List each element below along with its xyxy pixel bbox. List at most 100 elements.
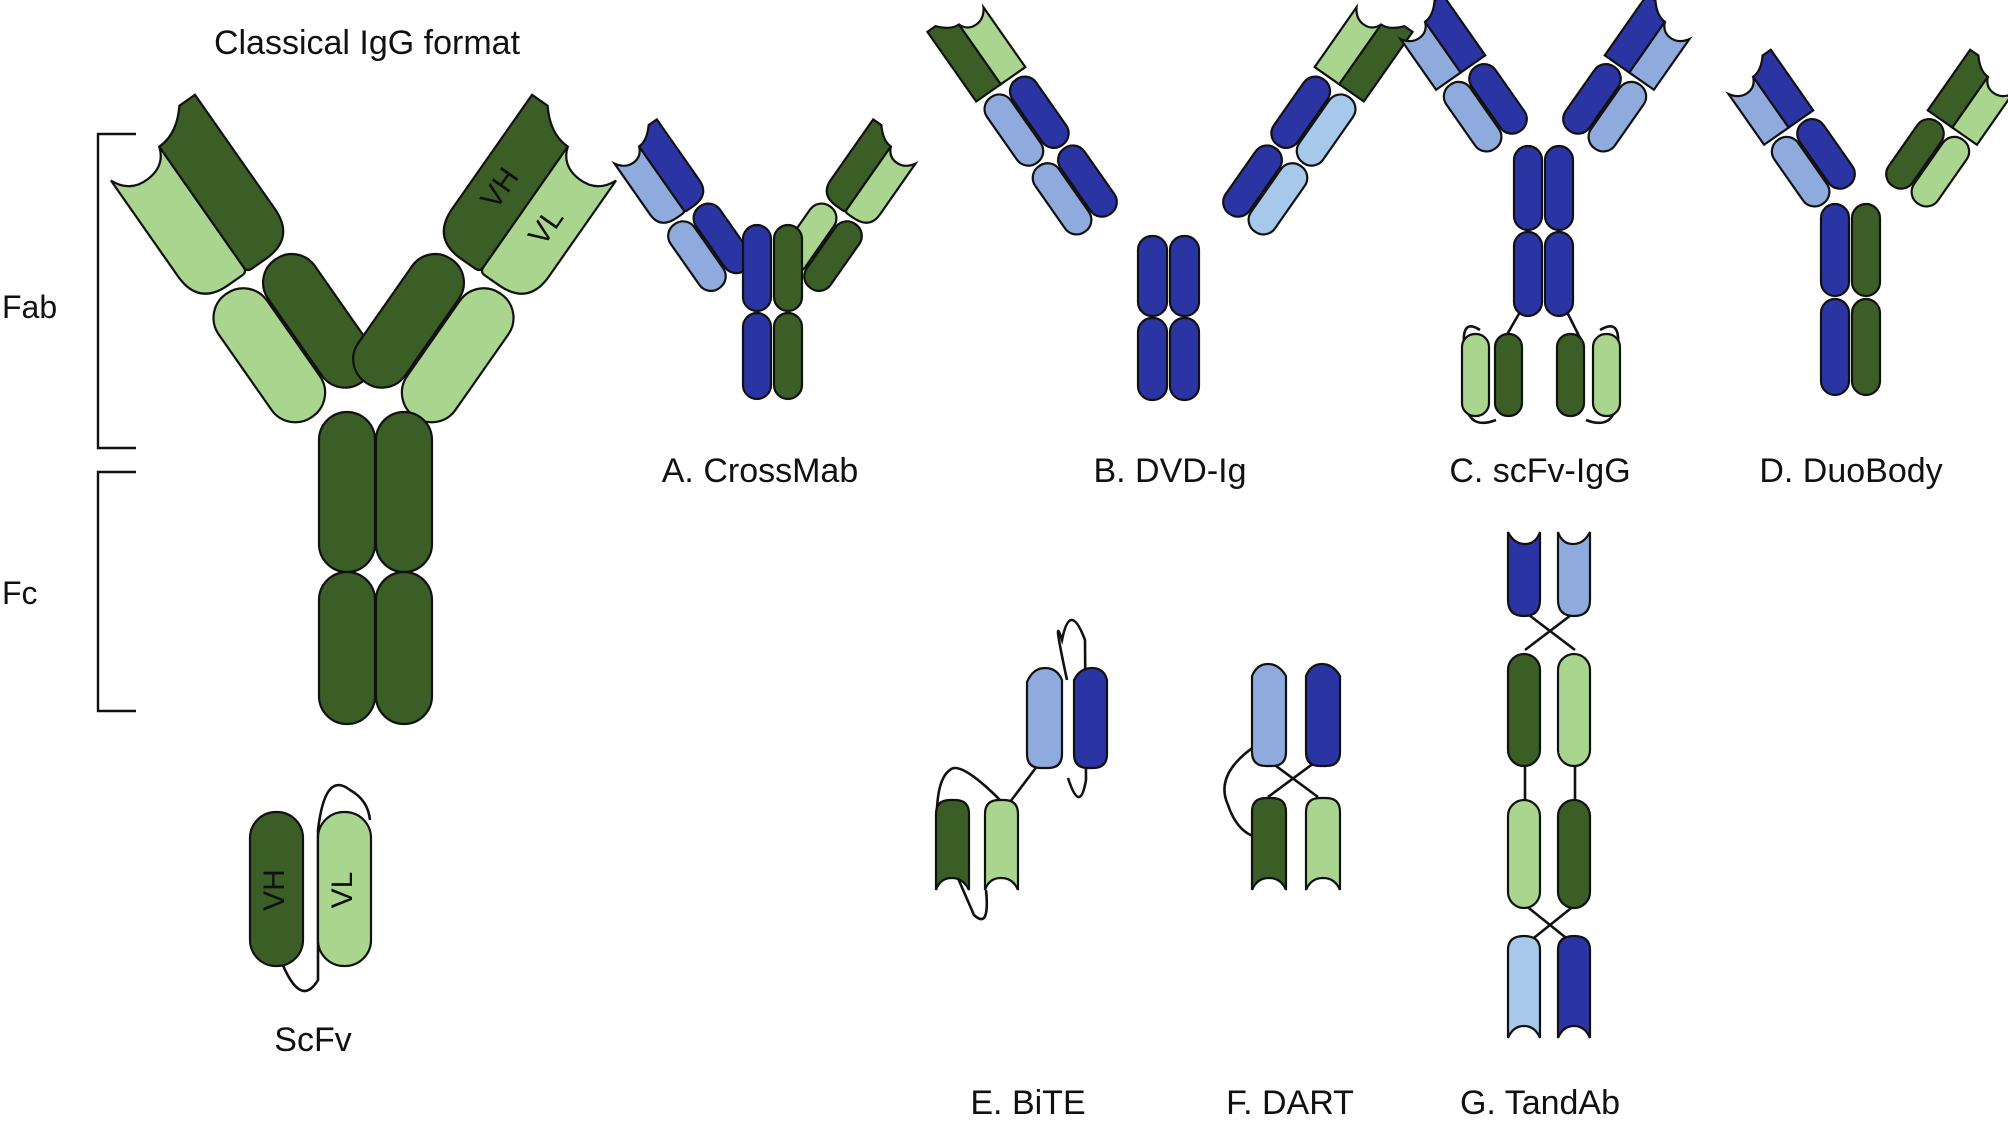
igg-right-vl <box>480 146 617 295</box>
crossmab-right-ch1 <box>803 220 863 292</box>
dvd-ch3-left <box>1136 316 1169 402</box>
crossmab-ch2-left <box>741 223 773 313</box>
scfv-igg-caption: C. scFv-IgG <box>1449 452 1630 490</box>
scfvigg-ch2-right <box>1543 144 1575 232</box>
dvd-ig-caption: B. DVD-Ig <box>1093 452 1246 490</box>
scfv-vh-label: VH <box>258 869 291 911</box>
bite-bottom-vh <box>934 798 971 891</box>
duobody-right-vl <box>1950 76 2008 147</box>
igg-left-vh <box>157 93 285 272</box>
dvd-right-cl <box>1247 162 1309 236</box>
bite-caption: E. BiTE <box>970 1084 1085 1119</box>
tandab-lower-mid-vh <box>1556 798 1592 910</box>
tandab-middle-linkers <box>1523 765 1577 800</box>
crossmab-ch3-right <box>772 311 804 401</box>
igg-right-ch1 <box>352 252 466 389</box>
crossmab-caption: A. CrossMab <box>662 452 859 490</box>
tandab-top-vl <box>1556 531 1592 618</box>
scfvigg-right-vl <box>1627 21 1693 92</box>
dart-bottom-vl <box>1304 796 1342 891</box>
igg-right-fab: VH VL <box>352 93 617 424</box>
classical-igg: Classical IgG format Fab Fc VH VL <box>2 24 617 726</box>
duobody: D. DuoBody <box>1725 48 2008 490</box>
scfvigg-left-scfv-vl <box>1460 332 1491 418</box>
dvd-ch3-right <box>1168 316 1201 402</box>
scfv-caption: ScFv <box>274 1021 351 1059</box>
dart: F. DART <box>1223 662 1354 1122</box>
dvd-left-inner-vh <box>1008 75 1070 149</box>
igg-left-fab <box>110 93 375 424</box>
dvd-right-ch1 <box>1222 144 1283 218</box>
crossmab-right-vh <box>825 117 893 213</box>
scfvigg-ch3-left <box>1512 230 1544 318</box>
tandab-bottom-vl <box>1506 934 1542 1039</box>
dart-top-vl <box>1250 662 1288 768</box>
scfv-vh <box>248 810 305 968</box>
dvd-ch2-left <box>1136 234 1169 318</box>
scfvigg-ch3-right <box>1543 230 1575 318</box>
bite-top-loop <box>1056 618 1088 799</box>
duobody-ch3-right <box>1850 297 1882 397</box>
scfvigg-left-cl <box>1442 80 1503 153</box>
crossmab-ch3-left <box>741 311 773 401</box>
scfvigg-ch2-left <box>1512 144 1544 232</box>
tandab-top-vh <box>1506 531 1542 618</box>
bite-linker-center <box>1008 764 1040 803</box>
dvd-right-inner-vh <box>1270 75 1332 149</box>
scfvigg-left-vh <box>1423 0 1487 75</box>
scfv: VH VL ScFv <box>248 783 373 1059</box>
tandab-top-cross <box>1524 610 1576 652</box>
igg-ch3-right <box>374 570 434 726</box>
crossmab: A. CrossMab <box>611 117 919 490</box>
tandab-bottom-vh <box>1556 934 1592 1039</box>
classical-igg-title: Classical IgG format <box>214 24 521 62</box>
scfvigg-right-scfv-vh <box>1555 332 1586 418</box>
dvd-left-outer-vl <box>957 3 1027 86</box>
dvd-right-inner-vl <box>1295 93 1357 167</box>
tandab-lower-mid-vl <box>1506 798 1542 910</box>
duobody-right-cl <box>1910 135 1971 208</box>
dvd-right-outer-vh <box>1337 22 1415 104</box>
duobody-ch2-left <box>1819 202 1851 298</box>
crossmab-right-vl <box>844 145 919 224</box>
fc-label: Fc <box>2 575 38 611</box>
scfv-igg: C. scFv-IgG <box>1397 0 1693 490</box>
duobody-ch2-right <box>1850 202 1882 298</box>
scfvigg-left-ch1 <box>1468 63 1528 135</box>
scfvigg-right-cl <box>1587 80 1648 153</box>
igg-ch2-left <box>317 410 377 574</box>
dart-bottom-vh <box>1250 796 1288 891</box>
igg-ch3-left <box>317 570 377 726</box>
scfv-vl-label: VL <box>326 872 359 909</box>
dvd-ch2-right <box>1168 234 1201 318</box>
duobody-caption: D. DuoBody <box>1759 452 1942 490</box>
igg-right-vh <box>442 93 570 272</box>
tandab-upper-mid-vl <box>1556 652 1592 768</box>
tandab: G. TandAb <box>1460 531 1620 1122</box>
dvd-left-ch1 <box>1057 144 1118 218</box>
igg-left-ch1 <box>261 252 375 389</box>
scfvigg-right-ch1 <box>1562 63 1622 135</box>
fab-bracket <box>96 132 136 450</box>
duobody-left-vh <box>1751 48 1815 130</box>
dvd-left-inner-vl <box>983 93 1045 167</box>
dart-top-vh <box>1304 662 1342 768</box>
tandab-caption: G. TandAb <box>1460 1084 1620 1119</box>
duobody-ch3-left <box>1819 297 1851 397</box>
bite-top-vl <box>1025 666 1064 770</box>
bite-bottom-loop <box>935 766 1001 921</box>
igg-left-cl <box>212 287 327 424</box>
duobody-right-ch1 <box>1885 118 1945 190</box>
fc-bracket <box>96 470 136 713</box>
bite-bottom-vl <box>983 798 1020 891</box>
igg-ch2-right <box>374 410 434 574</box>
scfvigg-right-scfv-vl <box>1591 332 1622 418</box>
tandab-upper-mid-vh <box>1506 652 1542 768</box>
scfvigg-left-scfv-vh <box>1493 332 1524 418</box>
duobody-left-ch1 <box>1796 118 1856 190</box>
scfv-vl <box>316 810 373 968</box>
fab-label: Fab <box>2 289 57 325</box>
bite-top-vh <box>1072 666 1109 770</box>
crossmab-left-vh <box>637 117 705 213</box>
